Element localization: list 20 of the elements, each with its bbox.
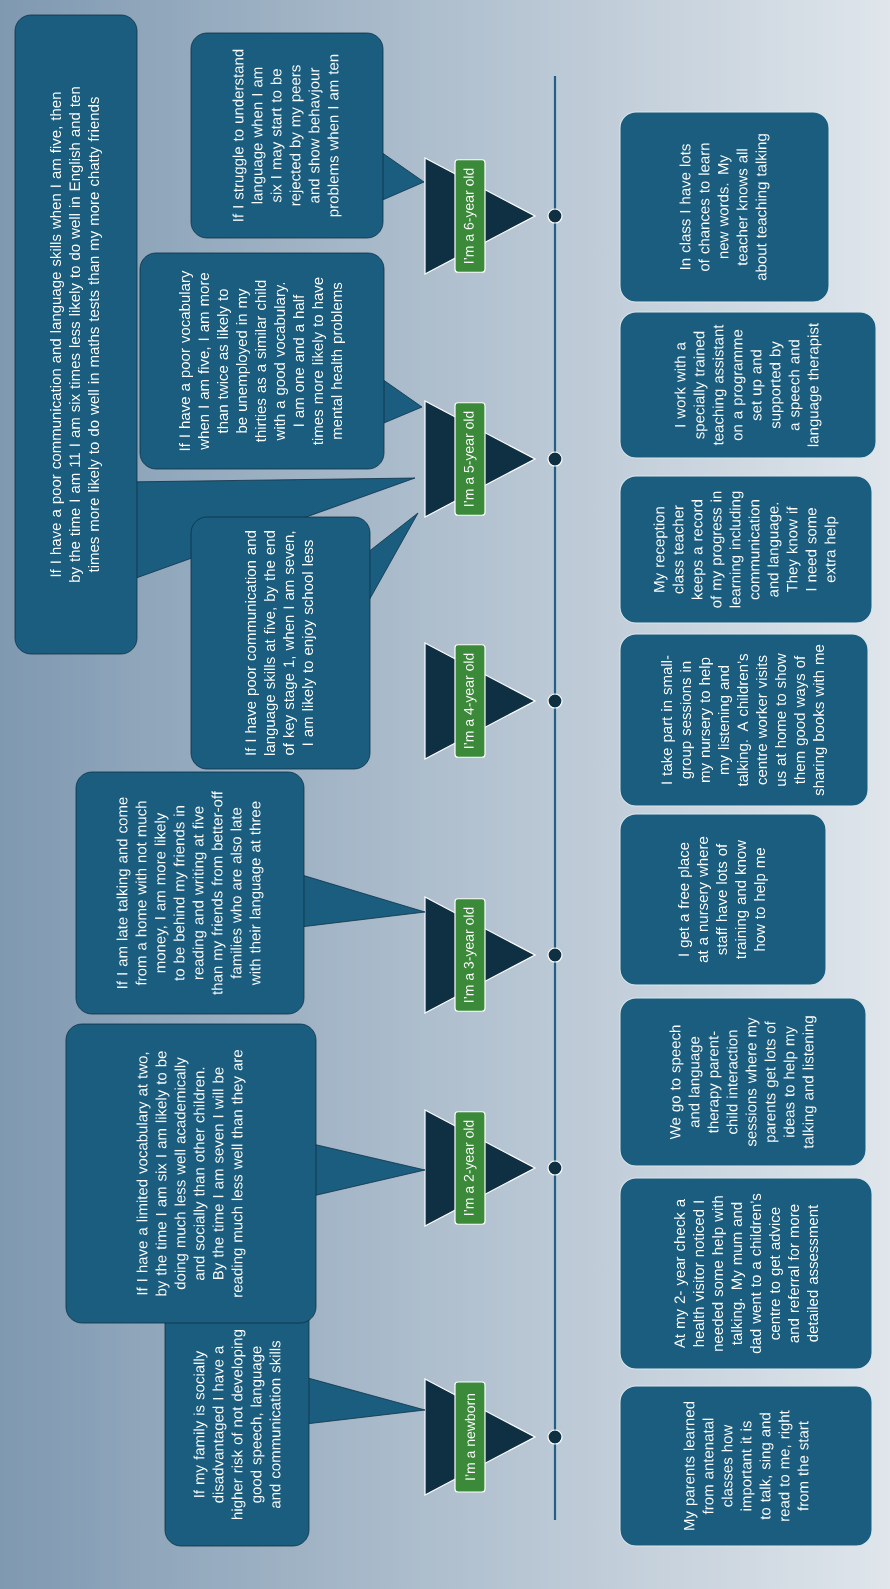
text-box: My reception class teacher keeps a record of my progress in learning including communication and language. They know if I need some extra help [619, 475, 873, 624]
age-label: I’m a 6-year old [454, 159, 486, 273]
speech-bubble: If my family is socially disadvantaged I have a higher risk of not developing good speech, language and communication skills [164, 1302, 426, 1547]
text-box: We go to speech and language therapy parent-child interaction sessions where my parents get lots of ideas to help my talking and listening [619, 997, 867, 1167]
speech-bubble: If I have poor communication and language skills at five, by the end of key stage 1, when I am seven, I am likely to enjoy school less [190, 512, 419, 770]
age-label: I’m a 3-year old [454, 898, 486, 1012]
text-box: At my 2- year check a health visitor noticed I needed some help with talking. My mum and dad went to a children’s centre to get advice and referral for more detailed assessment [619, 1177, 873, 1370]
speech-bubble: If I have a limited vocabulary at two, by the time I am six I am likely to be doing much less well academically and socially than other children. By the time I am seven I will be reading much less well than they are [65, 1023, 426, 1324]
speech-bubble: If I struggle to understand language when I am six I may start to be rejected by my peers and show behavjour problems when I am ten [190, 32, 425, 239]
text-box: My parents learned from antenatal classes how important it is to talk, sing and read to me, right from the start [619, 1385, 873, 1547]
age-label: I’m a newborn [454, 1381, 486, 1493]
age-label: I’m a 2-year old [454, 1111, 486, 1225]
text-box: I work with a specially trained teaching assistant on a programme set up and supported by a speech and language therapist [619, 311, 877, 459]
text-box: I take part in small-group sessions in my nursery to help my listening and talking. A children’s centre worker visits us at home to show them good ways of sharing books with me [619, 633, 869, 807]
text-box: I get a free place at a nursery where staff have lots of training and know how to help me [619, 813, 827, 986]
speech-bubble: If I am late talking and come from a home with not much money, I am more likely to be behind my friends in reading and writing at five than my friends from better-off families who are also late with their language at three [75, 771, 426, 1015]
age-label: I’m a 5-year old [454, 402, 486, 516]
speech-bubble: If I have a poor vocabulary when I am five, I am more than twice as likely to be unemployed in my thirties as a similar child with a good vocabulary. I am one and a half times more likely to have mental health problems [139, 252, 423, 470]
age-label: I’m a 4-year old [454, 644, 486, 758]
text-box: In class I have lots of chances to learn new words. My teacher knows all about teaching talking [619, 111, 830, 303]
